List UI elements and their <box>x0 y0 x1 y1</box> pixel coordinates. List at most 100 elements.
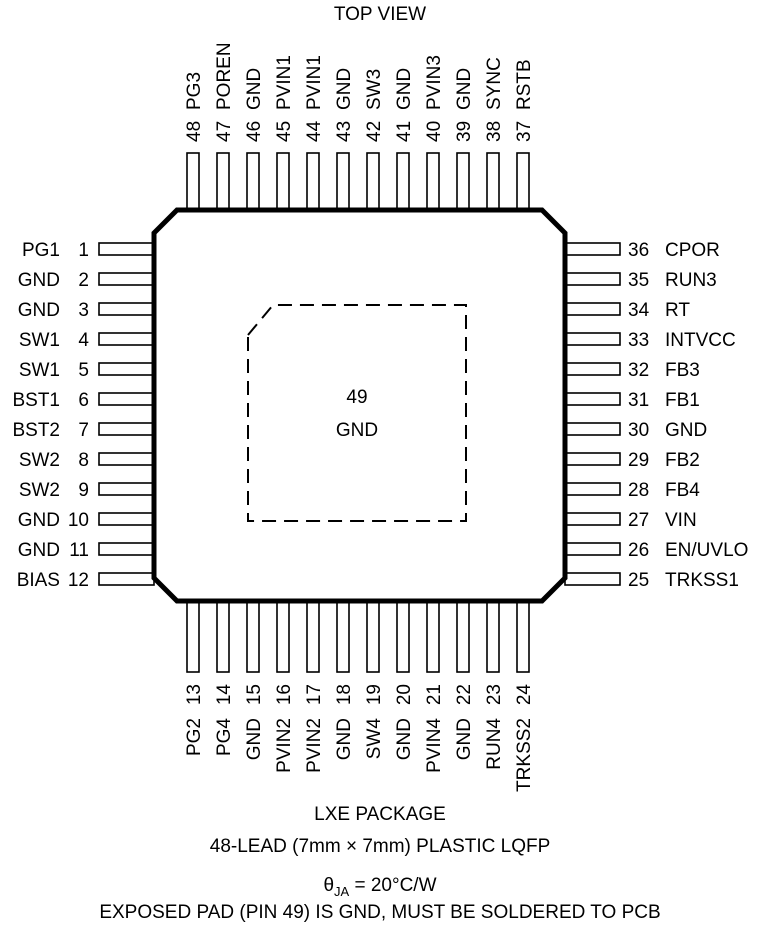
pin-number-37: 37 <box>514 121 535 142</box>
bottom-pin-labels: 13PG214PG415GND16PVIN217PVIN218GND19SW42… <box>184 684 535 792</box>
pin-lead-18 <box>336 600 350 673</box>
pin-number-4: 4 <box>78 330 89 351</box>
pin-name-23: RUN4 <box>484 718 505 770</box>
pin-lead-20 <box>396 600 410 673</box>
pin-lead-25 <box>564 572 621 586</box>
pin-number-1: 1 <box>78 240 89 261</box>
pin-name-42: SW3 <box>364 69 385 110</box>
pin-name-48: PG3 <box>184 72 205 110</box>
pin-lead-9 <box>98 482 155 496</box>
left-pin-leads <box>98 242 155 586</box>
pin-number-22: 22 <box>454 684 475 705</box>
exposed-pad-outline <box>247 304 467 522</box>
pin-lead-47 <box>216 152 230 211</box>
pin-lead-8 <box>98 452 155 466</box>
pin-name-37: RSTB <box>514 59 535 110</box>
pin-number-18: 18 <box>334 684 355 705</box>
pin-number-44: 44 <box>304 120 325 142</box>
pin-name-27: VIN <box>665 510 697 531</box>
pin-name-43: GND <box>334 68 355 110</box>
pin-name-45: PVIN1 <box>274 55 295 110</box>
pin-lead-39 <box>456 152 470 211</box>
pin-lead-38 <box>486 152 500 211</box>
pin-lead-17 <box>306 600 320 673</box>
pin-lead-16 <box>276 600 290 673</box>
thermal-resistance: θJA = 20°C/W <box>0 875 760 903</box>
package-name: LXE PACKAGE <box>314 804 446 825</box>
pin-number-6: 6 <box>78 390 89 411</box>
pin-lead-29 <box>564 452 621 466</box>
pin-lead-44 <box>306 152 320 211</box>
pin-name-35: RUN3 <box>665 270 717 291</box>
pin-name-32: FB3 <box>665 360 700 381</box>
pin-lead-28 <box>564 482 621 496</box>
pin-number-5: 5 <box>78 360 89 381</box>
pin-number-41: 41 <box>394 121 415 142</box>
pin-number-24: 24 <box>514 684 535 706</box>
pin-lead-48 <box>186 152 200 211</box>
pin-lead-7 <box>98 422 155 436</box>
pin-number-2: 2 <box>78 270 89 291</box>
pin-lead-24 <box>516 600 530 673</box>
pin-number-45: 45 <box>274 121 295 142</box>
pin-name-26: EN/UVLO <box>665 540 748 561</box>
pin-name-9: SW2 <box>19 480 60 501</box>
pin-name-47: POREN <box>214 42 235 110</box>
pin-lead-13 <box>186 600 200 673</box>
pin-lead-30 <box>564 422 621 436</box>
pin-name-13: PG2 <box>184 718 205 756</box>
pin-lead-23 <box>486 600 500 673</box>
pin-name-10: GND <box>18 510 60 531</box>
pin-name-20: GND <box>394 718 415 760</box>
pin-number-47: 47 <box>214 121 235 142</box>
pin-lead-5 <box>98 362 155 376</box>
pin-lead-12 <box>98 572 155 586</box>
pin-lead-14 <box>216 600 230 673</box>
pin-number-46: 46 <box>244 121 265 142</box>
pin-lead-27 <box>564 512 621 526</box>
pin-lead-40 <box>426 152 440 211</box>
package-description: 48-LEAD (7mm × 7mm) PLASTIC LQFP <box>209 836 551 857</box>
top-pin-labels: 48PG347POREN46GND45PVIN144PVIN143GND42SW… <box>184 42 535 142</box>
pin-lead-22 <box>456 600 470 673</box>
pin-number-28: 28 <box>628 480 649 501</box>
pin-name-39: GND <box>454 68 475 110</box>
pin-number-17: 17 <box>304 684 325 705</box>
pin-name-30: GND <box>665 420 707 441</box>
pin-name-5: SW1 <box>19 360 60 381</box>
pin-name-29: FB2 <box>665 450 700 471</box>
pin-number-23: 23 <box>484 684 505 705</box>
pin-lead-26 <box>564 542 621 556</box>
pin-number-14: 14 <box>214 684 235 706</box>
exposed-pad-name: GND <box>336 420 378 441</box>
exposed-pad-number: 49 <box>346 387 367 408</box>
pin-name-6: BST1 <box>12 390 60 411</box>
pin-lead-45 <box>276 152 290 211</box>
pin-number-43: 43 <box>334 121 355 142</box>
pin-name-16: PVIN2 <box>274 718 295 773</box>
theta-value: = 20°C/W <box>349 875 437 896</box>
pin-number-21: 21 <box>424 684 445 705</box>
pin-lead-19 <box>366 600 380 673</box>
pin-lead-31 <box>564 392 621 406</box>
pin-name-33: INTVCC <box>665 330 736 351</box>
pin-number-3: 3 <box>78 300 89 321</box>
pin-lead-43 <box>336 152 350 211</box>
pin-name-21: PVIN4 <box>424 718 445 773</box>
pin-name-8: SW2 <box>19 450 60 471</box>
pin-name-25: TRKSS1 <box>665 570 739 591</box>
pin-number-31: 31 <box>628 390 649 411</box>
pin-number-39: 39 <box>454 121 475 142</box>
top-pin-leads <box>186 152 530 211</box>
package-body <box>151 207 568 604</box>
pin-number-16: 16 <box>274 684 295 705</box>
pin-number-19: 19 <box>364 684 385 705</box>
pin-number-34: 34 <box>628 300 650 321</box>
pin-number-48: 48 <box>184 121 205 142</box>
pin-name-18: GND <box>334 718 355 760</box>
pin-number-8: 8 <box>78 450 89 471</box>
pin-number-42: 42 <box>364 121 385 142</box>
pin-number-33: 33 <box>628 330 649 351</box>
right-pin-leads <box>564 242 621 586</box>
